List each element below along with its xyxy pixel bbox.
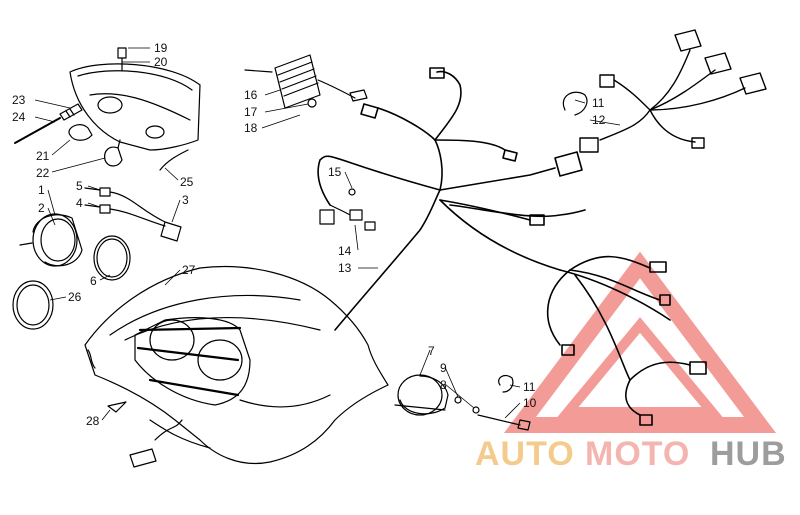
headlight-housing	[69, 47, 201, 151]
watermark-auto: AUTO	[475, 435, 575, 473]
callout-8: 8	[440, 378, 447, 392]
callout-24: 24	[12, 110, 26, 124]
callout-26: 26	[68, 290, 82, 304]
adjuster-screw	[14, 103, 83, 144]
callout-22: 22	[36, 166, 50, 180]
lower-connector	[129, 419, 183, 468]
spring-25	[159, 149, 189, 171]
callout-6: 6	[90, 274, 97, 288]
main-harness-13	[317, 67, 707, 426]
callout-1: 1	[38, 183, 45, 197]
callout-13: 13	[338, 261, 352, 275]
dash-panel-27	[84, 265, 389, 464]
callout-20: 20	[154, 55, 168, 69]
callout-labels: 19 20 23 24 21 22 25 1 2 5 4 3 6 26 27 2…	[12, 41, 606, 428]
callout-5: 5	[76, 179, 83, 193]
callout-27: 27	[182, 263, 196, 277]
bulb-clip-19	[117, 47, 127, 59]
connector-14	[319, 188, 376, 231]
callout-25: 25	[180, 175, 194, 189]
leader-lines	[34, 47, 621, 421]
callout-3: 3	[182, 193, 189, 207]
gauge-harness-3	[84, 187, 182, 242]
dash-shading	[136, 326, 242, 397]
callout-23: 23	[12, 93, 26, 107]
callout-21: 21	[36, 149, 50, 163]
watermark-hub: HUB	[710, 435, 787, 473]
callout-4: 4	[76, 196, 83, 210]
snap-ring-11b	[498, 374, 514, 393]
washer-8	[472, 406, 480, 414]
watermark-moto: MOTO	[585, 435, 690, 473]
callout-17: 17	[244, 105, 258, 119]
speedo-cable-10	[477, 414, 531, 431]
voltage-regulator	[244, 54, 368, 109]
callout-10: 10	[523, 396, 537, 410]
callout-28: 28	[86, 414, 100, 428]
callout-2: 2	[38, 201, 45, 215]
gauge-1	[19, 213, 83, 267]
bulb-21	[68, 124, 93, 141]
callout-15: 15	[328, 165, 342, 179]
socket-22	[104, 139, 123, 167]
snap-ring-11a	[562, 91, 588, 116]
bezel-ring-6	[93, 235, 131, 281]
callout-18: 18	[244, 121, 258, 135]
callout-7: 7	[428, 344, 435, 358]
bezel-ring-26	[12, 280, 54, 330]
callout-9: 9	[440, 361, 447, 375]
callout-12: 12	[592, 113, 606, 127]
callout-16: 16	[244, 88, 258, 102]
decal-28	[107, 401, 127, 413]
callout-11-top: 11	[592, 96, 605, 110]
callout-11-bottom: 11	[523, 380, 536, 394]
watermark-triangle	[504, 251, 776, 433]
screw-9	[454, 396, 462, 404]
headlight-harness-12	[579, 29, 767, 153]
speedometer-7	[394, 374, 480, 416]
callout-19: 19	[154, 41, 168, 55]
callout-14: 14	[338, 244, 352, 258]
